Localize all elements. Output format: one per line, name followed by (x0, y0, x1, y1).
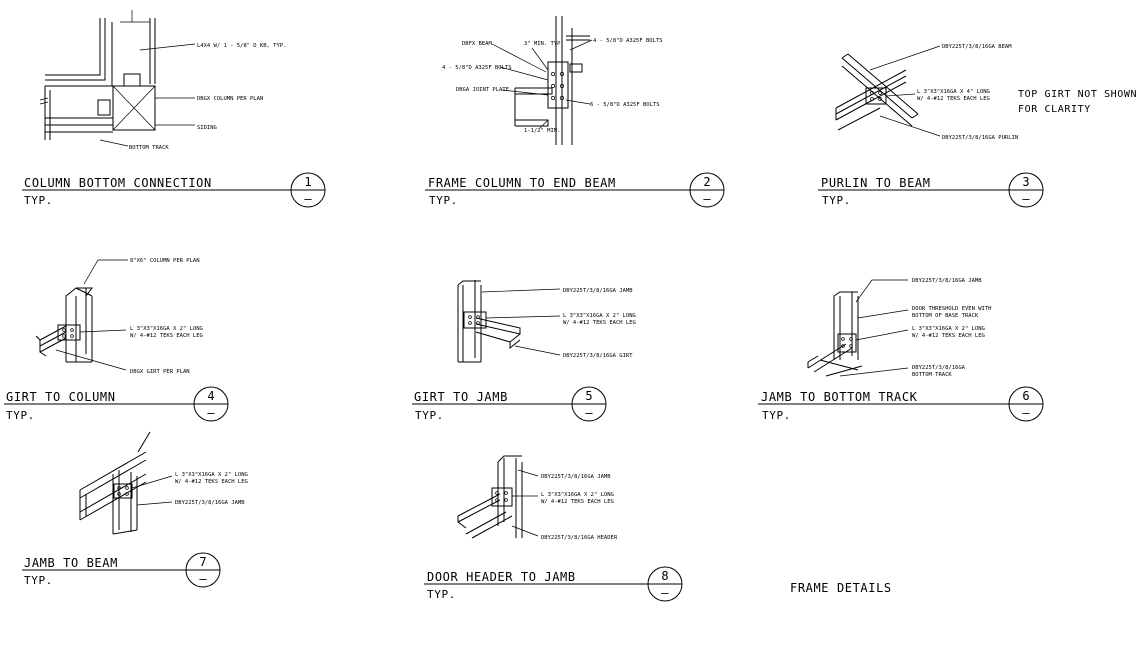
detail-4-note-4: DBGX GIRT PER PLAN (130, 369, 190, 375)
detail-1-label: COLUMN BOTTOM CONNECTION TYP. 1 — (22, 172, 326, 208)
detail-3-drawing: DBY225T/3/8/16GA BEAM L 3"X3"X16GA X 4" … (835, 44, 1137, 141)
detail-6-note-3: BOTTOM OF BASE TRACK (912, 313, 979, 319)
detail-8-note-1: DBY225T/3/8/16GA JAMB (541, 474, 611, 480)
detail-3-number: 3 (1022, 175, 1029, 189)
detail-6-note-6: DBY225T/3/8/16GA (912, 365, 966, 371)
detail-2-number: 2 (703, 175, 710, 189)
detail-2-drawing: DBFX BEAM 3" MIN. TYP. 4 - 5/8"D A325F B… (442, 16, 663, 145)
detail-2-note-6: 6 - 5/8"D A325F BOLTS (590, 102, 660, 108)
detail-8-number: 8 (661, 569, 668, 583)
detail-6-note-1: DBY225T/3/8/16GA JAMB (912, 278, 982, 284)
detail-1-number: 1 (304, 175, 311, 189)
detail-6-note-4: L 3"X3"X16GA X 2" LONG (912, 326, 985, 332)
detail-6-note-7: BOTTOM TRACK (912, 372, 952, 378)
sheet-title: FRAME DETAILS (790, 581, 892, 595)
detail-5-note-3: W/ 4-#12 TEKS EACH LEG (563, 320, 636, 326)
detail-1-note-2: DBGX COLUMN PER PLAN (197, 96, 263, 102)
detail-1-note-3: SIDING (197, 125, 217, 131)
detail-8-title: DOOR HEADER TO JAMB (427, 570, 576, 584)
detail-5-number: 5 (585, 389, 592, 403)
detail-3-side-note-2: FOR CLARITY (1018, 104, 1091, 115)
detail-5-sheet-ref: — (585, 406, 593, 420)
detail-7-label: JAMB TO BEAM TYP. 7 — (22, 552, 221, 588)
detail-3-typ: TYP. (822, 194, 851, 207)
detail-2-note-5: DBGA JOINT PLATE (456, 87, 509, 93)
detail-6-note-5: W/ 4-#12 TEKS EACH LEG (912, 333, 985, 339)
detail-2-typ: TYP. (429, 194, 458, 207)
detail-8-sheet-ref: — (661, 586, 669, 600)
detail-6-typ: TYP. (762, 409, 791, 422)
detail-8-label: DOOR HEADER TO JAMB TYP. 8 — (424, 566, 683, 602)
detail-4-note-1: 8"X6" COLUMN PER PLAN (130, 258, 200, 264)
detail-3-note-2: L 3"X3"X16GA X 4" LONG (917, 89, 990, 95)
detail-2-note-4: 4 - 5/8"D A325F BOLTS (442, 65, 512, 71)
detail-5-note-4: DBY225T/3/8/16GA GIRT (563, 353, 633, 359)
detail-3-note-3: W/ 4-#12 TEKS EACH LEG (917, 96, 990, 102)
detail-6-title: JAMB TO BOTTOM TRACK (761, 390, 918, 404)
detail-2-title: FRAME COLUMN TO END BEAM (428, 176, 616, 190)
detail-1-drawing: L4X4 W/ 1 - 5/8" D KB, TYP. DBGX COLUMN … (39, 10, 286, 151)
detail-1-note-1: L4X4 W/ 1 - 5/8" D KB, TYP. (197, 43, 286, 49)
detail-4-note-2: L 3"X3"X16GA X 2" LONG (130, 326, 203, 332)
detail-5-note-1: DBY225T/3/8/16GA JAMB (563, 288, 633, 294)
detail-8-note-3: W/ 4-#12 TEKS EACH LEG (541, 499, 614, 505)
detail-7-number: 7 (199, 555, 206, 569)
detail-1-note-4: BOTTOM TRACK (129, 145, 169, 151)
detail-8-typ: TYP. (427, 588, 456, 601)
detail-4-drawing: 8"X6" COLUMN PER PLAN L 3"X3"X16GA X 2" … (35, 258, 203, 375)
detail-1-sheet-ref: — (304, 192, 312, 206)
detail-2-note-7: 1-1/2" MIN. (524, 128, 560, 134)
detail-7-note-2: W/ 4-#12 TEKS EACH LEG (175, 479, 248, 485)
detail-2-label: FRAME COLUMN TO END BEAM TYP. 2 — (425, 172, 725, 208)
detail-6-note-2: DOOR THRESHOLD EVEN WITH (912, 306, 991, 312)
detail-2-note-2: 3" MIN. TYP. (524, 41, 564, 47)
detail-3-label: PURLIN TO BEAM TYP. 3 — (818, 172, 1044, 208)
detail-7-sheet-ref: — (199, 572, 207, 586)
detail-5-label: GIRT TO JAMB TYP. 5 — (412, 386, 607, 422)
detail-7-note-1: L 3"X3"X16GA X 2" LONG (175, 472, 248, 478)
detail-3-sheet-ref: — (1022, 192, 1030, 206)
detail-1-title: COLUMN BOTTOM CONNECTION (24, 176, 212, 190)
detail-5-note-2: L 3"X3"X16GA X 2" LONG (563, 313, 636, 319)
detail-5-drawing: DBY225T/3/8/16GA JAMB L 3"X3"X16GA X 2" … (457, 280, 636, 363)
detail-8-note-4: DBY225T/3/8/16GA HEADER (541, 535, 618, 541)
detail-6-sheet-ref: — (1022, 406, 1030, 420)
detail-5-typ: TYP. (415, 409, 444, 422)
detail-3-note-4: DBY225T/3/8/16GA PURLIN (942, 135, 1018, 141)
detail-7-typ: TYP. (24, 574, 53, 587)
detail-4-typ: TYP. (6, 409, 35, 422)
detail-2-note-3: 4 - 5/8"D A325F BOLTS (593, 38, 663, 44)
detail-2-note-1: DBFX BEAM (462, 41, 492, 47)
detail-4-note-3: W/ 4-#12 TEKS EACH LEG (130, 333, 203, 339)
detail-8-note-2: L 3"X3"X16GA X 2" LONG (541, 492, 614, 498)
detail-4-number: 4 (207, 389, 214, 403)
detail-6-drawing: DBY225T/3/8/16GA JAMB DOOR THRESHOLD EVE… (807, 278, 991, 378)
detail-8-drawing: DBY225T/3/8/16GA JAMB L 3"X3"X16GA X 2" … (457, 455, 618, 541)
detail-7-title: JAMB TO BEAM (24, 556, 118, 570)
detail-2-sheet-ref: — (703, 192, 711, 206)
detail-1-typ: TYP. (24, 194, 53, 207)
detail-5-title: GIRT TO JAMB (414, 390, 508, 404)
detail-6-number: 6 (1022, 389, 1029, 403)
detail-3-side-note-1: TOP GIRT NOT SHOWN (1018, 89, 1137, 100)
detail-3-title: PURLIN TO BEAM (821, 176, 931, 190)
detail-4-title: GIRT TO COLUMN (6, 390, 116, 404)
detail-4-label: GIRT TO COLUMN TYP. 4 — (4, 386, 229, 422)
detail-4-sheet-ref: — (207, 406, 215, 420)
detail-7-drawing: L 3"X3"X16GA X 2" LONG W/ 4-#12 TEKS EAC… (79, 431, 248, 535)
detail-3-note-1: DBY225T/3/8/16GA BEAM (942, 44, 1012, 50)
detail-6-label: JAMB TO BOTTOM TRACK TYP. 6 — (758, 386, 1044, 422)
detail-7-note-3: DBY225T/3/8/16GA JAMB (175, 500, 245, 506)
